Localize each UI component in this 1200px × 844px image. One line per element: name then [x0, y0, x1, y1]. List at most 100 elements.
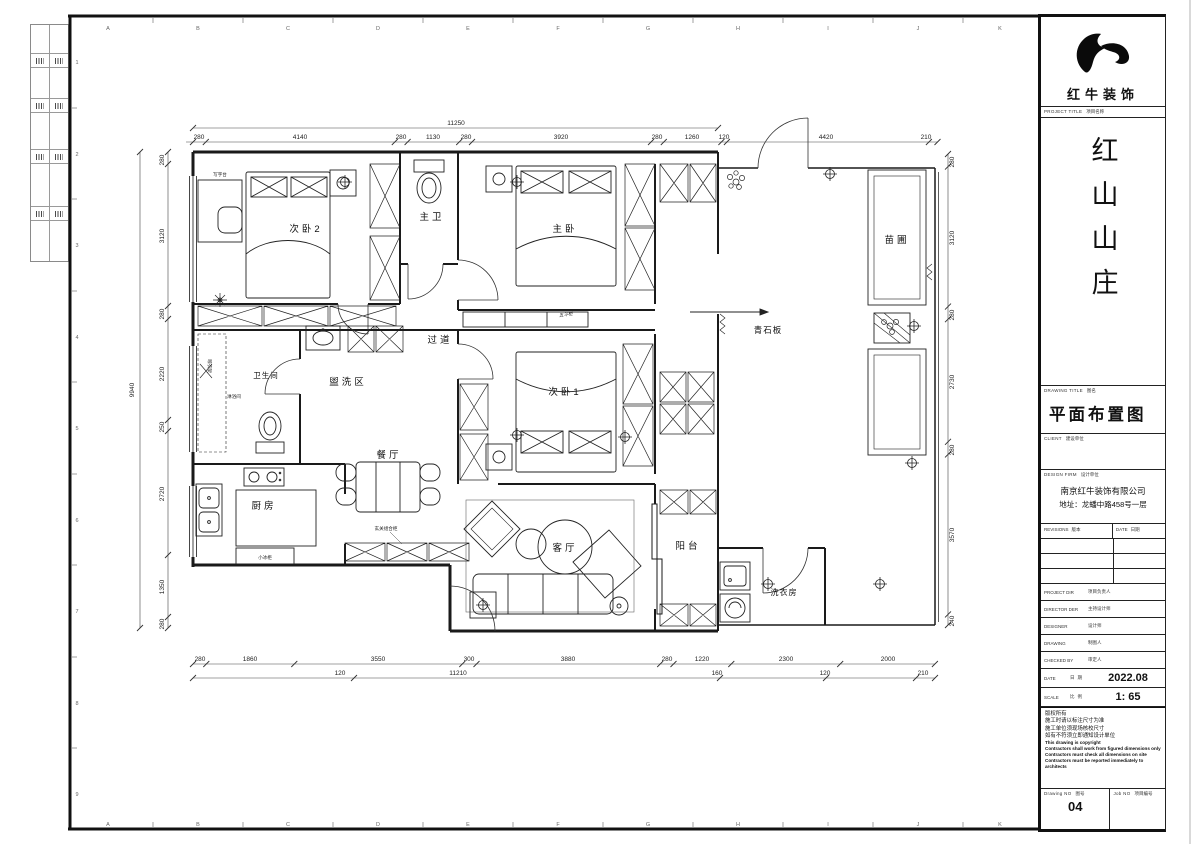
room-label-master-bedroom: 主卧 — [552, 223, 577, 235]
grid-letter: D — [376, 822, 380, 828]
checked-by-label-zh: 审定人 — [1088, 657, 1102, 662]
signature-row — [31, 164, 68, 207]
project-dir-label-en: PROJECT DIR — [1044, 589, 1074, 595]
client-label-zh: 建设单位 — [1065, 436, 1084, 441]
dim-left: 250 — [159, 421, 166, 432]
dim-bottom2: 210 — [918, 670, 929, 677]
drawing-no-value: 04 — [1067, 799, 1083, 814]
dim-top: 4420 — [819, 134, 834, 141]
shower-area — [197, 333, 227, 453]
revision-row — [1041, 569, 1165, 583]
sheet-border — [68, 14, 1040, 831]
copyright-notes: 版权所有 施工时请以标注尺寸为准 施工单位须现场核校尺寸 如有不符须立即通知设计… — [1041, 707, 1165, 789]
planter — [867, 169, 927, 456]
room-label-bedroom2: 次卧2 — [289, 223, 322, 235]
dimension-texts: 11250 280 4140 280 1130 280 3920 280 126… — [129, 120, 956, 677]
grid-letter: I — [827, 26, 829, 32]
label-desk: 写字台 — [213, 171, 227, 178]
paper-edge — [1189, 0, 1191, 844]
label-dresser: 五斗柜 — [559, 311, 575, 318]
director-label-en: DIRECTOR DER — [1044, 606, 1079, 612]
signature-row — [31, 99, 68, 113]
grid-references: A B C D E F G H I J K A B C D E F G H I … — [71, 17, 1002, 828]
dim-right: 280 — [949, 309, 956, 320]
light-symbols — [338, 167, 921, 612]
grid-letter: J — [917, 26, 920, 32]
room-label-dining: 餐厅 — [376, 449, 401, 461]
project-dir-label-zh: 项目负责人 — [1088, 589, 1111, 594]
cabinet-xboxes — [197, 163, 717, 627]
grid-letter: B — [196, 26, 200, 32]
door-arcs — [264, 117, 809, 632]
grid-number: 9 — [75, 792, 78, 798]
dim-bottom2: 120 — [335, 670, 346, 677]
dim-right: 280 — [949, 444, 956, 455]
note-en: Contractors must be reported immediately… — [1045, 758, 1144, 770]
label-mini-fridge: 小冰柜 — [258, 554, 272, 561]
signature-strip — [30, 24, 69, 262]
dim-top: 280 — [396, 134, 407, 141]
note-zh: 版权所有 — [1045, 711, 1067, 717]
client-label-en: CLIENT — [1044, 436, 1062, 441]
toilet — [255, 411, 285, 454]
design-firm-label-en: DESIGN FIRM — [1044, 472, 1077, 477]
grid-number: 1 — [75, 60, 78, 66]
dimension-lines — [136, 124, 952, 682]
designer-label-zh: 设计师 — [1088, 623, 1102, 628]
nightstand — [485, 443, 513, 471]
logo-section: 红牛装饰 — [1041, 17, 1165, 107]
dim-bottom: 280 — [195, 656, 206, 663]
note-zh: 施工时请以标注尺寸为准 — [1045, 718, 1105, 725]
room-label-wash-area: 盥洗区 — [329, 376, 367, 388]
grid-letter: G — [646, 26, 650, 32]
dim-top: 1260 — [685, 134, 700, 141]
laundry-appliances — [719, 561, 751, 623]
dim-top: 3920 — [554, 134, 569, 141]
director-row: DIRECTOR DER 主持设计师 — [1041, 601, 1165, 618]
director-label-zh: 主持设计师 — [1088, 606, 1111, 611]
drawing-title-label-zh: 图名 — [1086, 388, 1096, 393]
brand-name: 红牛装饰 — [1066, 87, 1139, 102]
room-label-balcony: 阳台 — [675, 540, 700, 552]
scale-label-en: SCALE — [1044, 694, 1059, 700]
note-en: This drawing is copyright — [1045, 740, 1101, 746]
label-entry-cabinet: 玄关组合柜 — [375, 525, 398, 532]
grid-letter: E — [466, 26, 470, 32]
design-firm-name: 南京红牛装饰有限公司 — [1060, 486, 1146, 496]
grid-letter: D — [376, 26, 380, 32]
revisions-label-en: REVISIONS — [1044, 527, 1069, 532]
dining-table — [335, 461, 441, 513]
grid-letter: G — [646, 822, 650, 828]
living-furniture — [463, 499, 642, 619]
revision-row — [1041, 539, 1165, 554]
job-no-label-en: Job NO — [1113, 791, 1131, 796]
drawing-by-label-zh: 制图人 — [1088, 640, 1102, 645]
flow-arrow — [690, 308, 770, 316]
room-label-hallway: 过道 — [427, 334, 452, 346]
dim-bottom: 280 — [662, 656, 673, 663]
dim-right: 3570 — [949, 527, 956, 542]
nightstand — [485, 165, 513, 193]
room-label-bathroom: 卫生间 — [253, 370, 279, 380]
dresser — [462, 311, 589, 328]
plant — [727, 170, 899, 335]
dim-bottom: 1220 — [695, 656, 710, 663]
grid-letter: K — [998, 822, 1002, 828]
job-no-label-zh: 项目编号 — [1134, 791, 1153, 796]
dim-top: 120 — [719, 134, 730, 141]
signature-row — [31, 68, 68, 99]
note-zh: 施工单位须现场核校尺寸 — [1045, 725, 1105, 732]
dim-bottom2: 11210 — [449, 670, 467, 677]
room-label-kitchen: 厨房 — [251, 500, 276, 512]
grid-letter: K — [998, 26, 1002, 32]
dim-left: 280 — [159, 308, 166, 319]
room-label-nursery: 苗圃 — [884, 235, 909, 246]
